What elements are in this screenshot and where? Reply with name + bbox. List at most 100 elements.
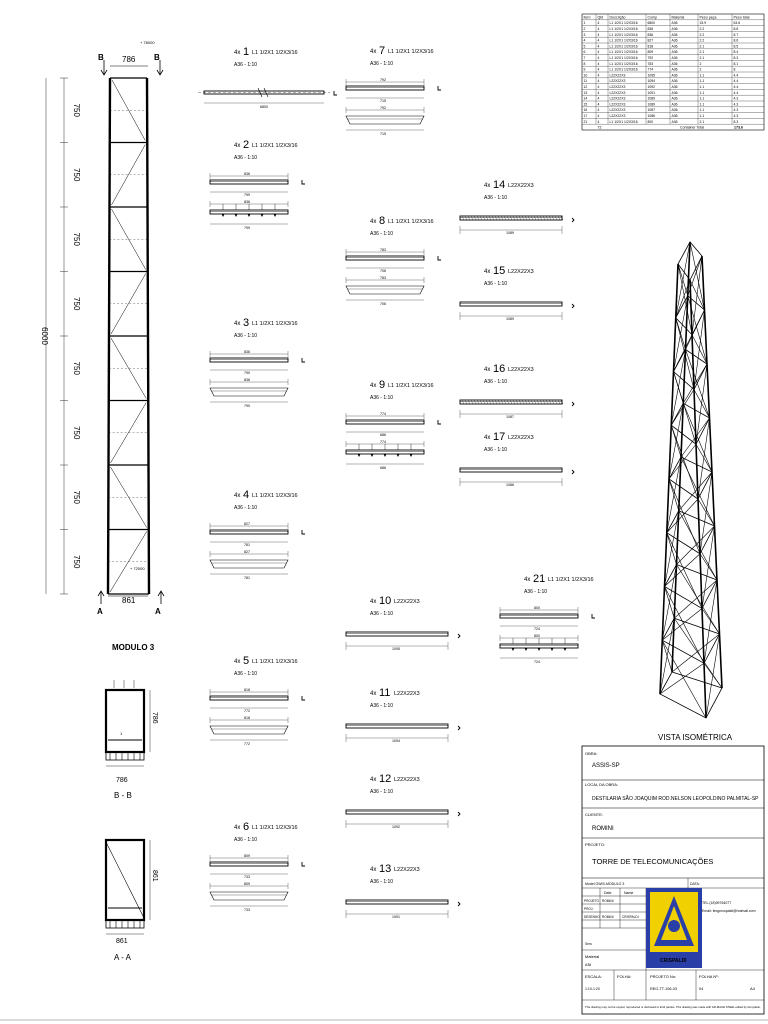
table-cell: 2.1 <box>700 50 705 54</box>
table-header-5: Peso peça <box>700 15 717 19</box>
member-length-dim: 706 <box>380 302 386 306</box>
member-length-dim: 781 <box>244 576 250 580</box>
table-cell: L22X22X3 <box>610 85 626 89</box>
table-cell: L22X22X3 <box>610 114 626 118</box>
member-number: 16 <box>493 363 505 375</box>
contact-tel: TEL.(18)99764077 <box>702 901 731 905</box>
member-length-dim: 772 <box>244 742 250 746</box>
projeto-label: PROJETO: <box>585 842 605 847</box>
section-view-aa: 861 861 A - A <box>104 838 158 962</box>
table-cell: A36 <box>672 108 678 112</box>
table-cell: 4.3 <box>734 114 739 118</box>
table-cell: A36 <box>672 68 678 72</box>
table-cell: 7 <box>584 56 586 60</box>
member-length-dim: 774 <box>380 440 386 444</box>
member-number: 17 <box>493 431 505 443</box>
table-cell: 8.4 <box>734 50 739 54</box>
table-cell: A36 <box>672 21 678 25</box>
table-cell: L1 1/2X1 1/2X3/16 <box>610 39 638 43</box>
section-b-arrows <box>103 60 161 74</box>
member-scale: A36 - 1:10 <box>370 61 393 67</box>
member-length-dim: 827 <box>244 522 250 526</box>
member-qty: 4x <box>234 321 240 327</box>
member-qty: 4x <box>484 435 490 441</box>
table-cell: 13 <box>584 91 588 95</box>
tb-row-3-name: CRISPALDI <box>622 915 639 919</box>
table-cell: 6 <box>584 50 586 54</box>
member-length-dim: 715 <box>380 132 386 136</box>
member-length-dim: 733 <box>244 908 250 912</box>
table-cell: 1091 <box>648 91 656 95</box>
contact-email: Email: tecgcrcspaldi@hotmail.com <box>702 909 756 913</box>
member-length-dim: 774 <box>380 412 386 416</box>
table-cell: L1 1/2X1 1/2X3/16 <box>610 56 638 60</box>
table-cell: L22X22X3 <box>610 91 626 95</box>
panel-height-label: 750 <box>72 362 81 376</box>
bb-caption: B - B <box>114 791 132 800</box>
table-cell: 4.4 <box>734 91 739 95</box>
table-footer-total: 173.6 <box>734 126 743 130</box>
table-cell: 4 <box>598 97 600 101</box>
table-cell: L1 1/2X1 1/2X3/16 <box>610 120 638 124</box>
table-header-6: Peso total <box>734 15 750 19</box>
table-cell: 1.1 <box>700 73 705 77</box>
table-cell: A36 <box>672 50 678 54</box>
member-profile: L1 1/2X1 1/2X3/16 <box>252 825 298 831</box>
table-cell: 4 <box>598 114 600 118</box>
obra-label: OBRA: <box>585 751 597 756</box>
table-cell: 1.1 <box>700 102 705 106</box>
disclaimer: This drawing may not be copied, reproduc… <box>585 1005 761 1009</box>
member-number: 10 <box>379 595 391 607</box>
table-cell: 4.3 <box>734 108 739 112</box>
member-length-dim: 790 <box>244 404 250 408</box>
member-profile: L22X22X3 <box>508 269 534 275</box>
material-label: Material <box>585 954 599 959</box>
member-profile: L22X22X3 <box>508 435 534 441</box>
table-cell: 4 <box>598 21 600 25</box>
member-length-dim: 818 <box>244 716 250 720</box>
member-length-dim: 783 <box>380 276 386 280</box>
table-cell: A36 <box>672 97 678 101</box>
panel-height-label: 750 <box>72 297 81 311</box>
table-cell: 4 <box>598 39 600 43</box>
member-qty: 4x <box>234 825 240 831</box>
table-cell: A36 <box>672 91 678 95</box>
section-view-bb: 1 786 786 B - B <box>104 680 158 800</box>
member-length-dim: 792 <box>380 106 386 110</box>
panel-height-label: 750 <box>72 555 81 569</box>
member-length-dim: 836 <box>244 200 250 204</box>
cliente-value: ROMINI <box>592 826 614 832</box>
section-b-right: B <box>154 53 160 62</box>
table-cell: A36 <box>672 85 678 89</box>
member-number: 14 <box>493 179 505 191</box>
table-cell: 2 <box>700 68 702 72</box>
table-cell: 8.1 <box>734 62 739 66</box>
member-length-dim: 809 <box>244 882 250 886</box>
member-scale: A36 - 1:10 <box>234 62 257 68</box>
table-cell: 8.8 <box>734 27 739 31</box>
member-scale: A36 - 1:10 <box>484 195 507 201</box>
table-cell: 9 <box>584 68 586 72</box>
table-cell: 4 <box>598 56 600 60</box>
section-a-left: A <box>97 607 103 616</box>
member-length-dim: 724 <box>534 627 540 631</box>
member-scale: A36 - 1:10 <box>370 879 393 885</box>
member-profile: L22X22X3 <box>508 367 534 373</box>
table-cell: L1 1/2X1 1/2X3/16 <box>610 27 638 31</box>
member-qty: 4x <box>370 49 376 55</box>
table-cell: 11 <box>584 79 588 83</box>
table-cell: A36 <box>672 73 678 77</box>
table-cell: 3 <box>584 33 586 37</box>
member-qty: 4x <box>524 577 530 583</box>
member-qty: 4x <box>234 659 240 665</box>
tb-row-1-value: ROMINI <box>602 899 614 903</box>
table-header-2: Descrição <box>610 15 626 19</box>
table-cell: 4.3 <box>734 102 739 106</box>
table-cell: 12 <box>584 85 588 89</box>
